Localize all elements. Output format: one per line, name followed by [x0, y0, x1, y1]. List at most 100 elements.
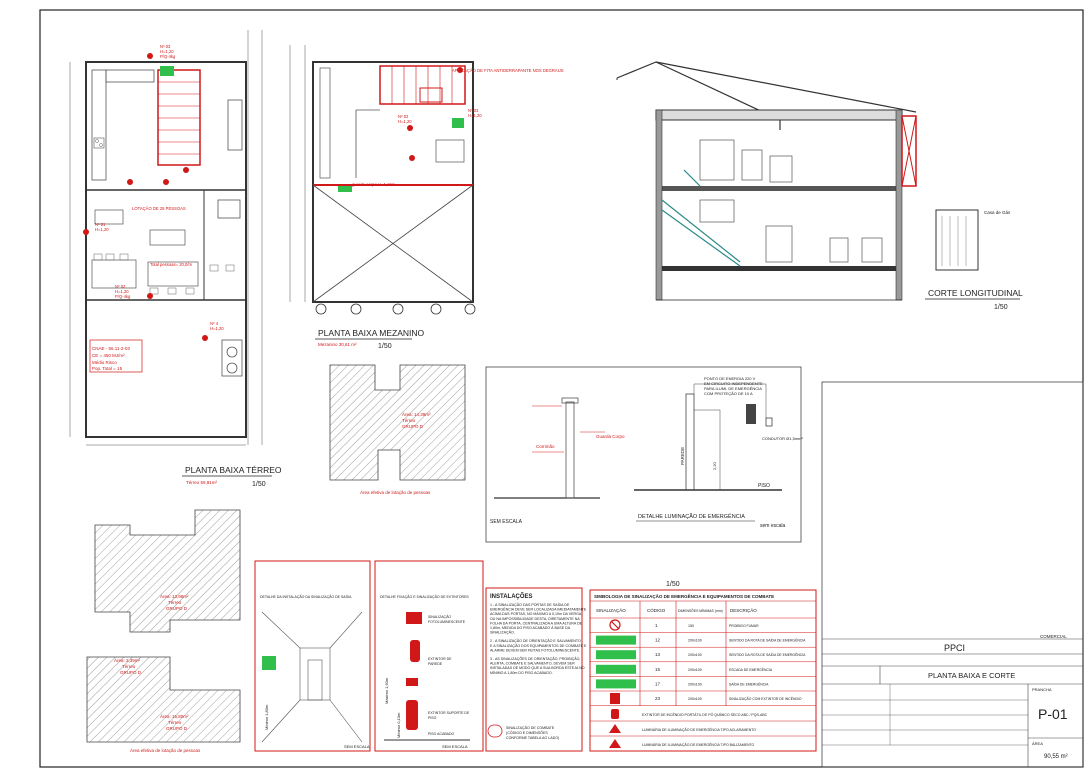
instalacoes-box: INSTALAÇÕES SINALIZAÇÃO DE COMBATE (CÓDI… — [485, 587, 583, 752]
detalhe-saida: DETALHE DA INSTALAÇÃO DA SINALIZAÇÃO DE … — [254, 560, 371, 752]
saida-scale: SEM ESCALA — [344, 744, 370, 749]
extinguisher-sign-icon — [610, 693, 620, 704]
simbologia-extra-desc: EXTINTOR DE INCÊNDIO PORTÁTIL DE PÓ QUÍM… — [642, 712, 768, 717]
svg-text:LOTAÇÃO DE 25 PESSOAS: LOTAÇÃO DE 25 PESSOAS — [132, 206, 186, 211]
detalhe-luminacao: PONTO DE ENERGIA 220 V EM CIRCUITO INDEP… — [634, 376, 803, 529]
simbologia-dim: 200x100 — [688, 668, 702, 672]
corte-longitudinal: Casa de Gás CORTE LONGITUDINAL 1/50 — [616, 61, 1023, 311]
terreo-area: Térreo 59,91m² — [186, 480, 218, 485]
svg-text:EXTINTOR DE: EXTINTOR DE — [428, 657, 452, 661]
carimbo-sheet-title: PLANTA BAIXA E CORTE — [928, 671, 1015, 680]
simbologia-code: 23 — [655, 696, 661, 701]
mezanino-outline — [312, 61, 474, 303]
simbologia-row: 15 200x100 ESCADA DE EMERGÊNCIA — [596, 664, 773, 674]
no-smoking-icon — [609, 619, 621, 631]
saida-title: DETALHE DA INSTALAÇÃO DA SINALIZAÇÃO DE … — [260, 594, 352, 599]
svg-text:Térreo: Térreo — [122, 664, 136, 669]
terreo-scale: 1/50 — [252, 481, 266, 488]
svg-text:Área: 14,39m²: Área: 14,39m² — [402, 411, 431, 417]
carimbo-prancha-label: PRANCHA — [1032, 687, 1052, 692]
svg-text:PARA ILUMI. DE EMERGÊNCIA: PARA ILUMI. DE EMERGÊNCIA — [704, 386, 762, 391]
corte-casa-gas: Casa de Gás — [984, 210, 1011, 215]
simbologia-desc: PROIBIDO FUMAR — [729, 624, 759, 628]
svg-text:Nº 4: Nº 4 — [210, 321, 219, 326]
svg-text:PISO: PISO — [428, 716, 437, 720]
svg-text:Térreo: Térreo — [168, 720, 182, 725]
simbologia-header-2: DIMENSÕES MÍNIMAS (mm) — [678, 608, 723, 613]
simbologia-extra-desc: LUMINÁRIA DE ILUMINAÇÃO DE EMERGÊNCIA TI… — [642, 727, 756, 732]
emergency-light-icon — [609, 739, 621, 748]
fixacao-title: DETALHE FIXAÇÃO E SINALIZAÇÃO DE EXTINTO… — [380, 594, 469, 599]
carimbo-sheet-no: P-01 — [1038, 706, 1068, 722]
svg-text:P/Q-4kg: P/Q-4kg — [115, 294, 131, 299]
planta-terreo: Nº 03H=1,20P/Q-4kg Nº 01H=1,20 Total pes… — [69, 30, 282, 488]
simbologia-desc: SINALIZAÇÃO COM EXTINTOR DE INCÊNDIO — [729, 696, 802, 701]
fixacao-dim1: Máximo 1,60m — [384, 677, 389, 704]
svg-text:H=1,20: H=1,20 — [398, 119, 412, 124]
terreo-title: PLANTA BAIXA TÉRREO — [185, 465, 282, 475]
carimbo: COMERCIAL PPCI PLANTA BAIXA E CORTE PRAN… — [821, 381, 1084, 768]
svg-text:EXTINTOR SUPORTE DE: EXTINTOR SUPORTE DE — [428, 711, 470, 715]
area-efetiva-1-caption: Área efetiva de lotação de pessoas — [360, 489, 431, 495]
svg-text:GRUPO D: GRUPO D — [402, 424, 424, 429]
simbologia-desc: SAÍDA DE EMERGÊNCIA — [729, 681, 769, 686]
corte-scale: 1/50 — [994, 304, 1008, 311]
simbologia-title: SIMBOLOGIA DE SINALIZAÇÃO DE EMERGÊNCIA … — [594, 592, 774, 599]
svg-text:GRUPO D: GRUPO D — [120, 670, 142, 675]
svg-text:H=1,20: H=1,20 — [95, 227, 109, 232]
mezanino-title: PLANTA BAIXA MEZANINO — [318, 328, 425, 338]
instalacoes-p1: 1 - A SINALIZAÇÃO DAS PORTAS DE SAÍDA DE… — [490, 602, 587, 635]
svg-text:Nº 02: Nº 02 — [115, 284, 126, 289]
simbologia-table: 1/50 SIMBOLOGIA DE SINALIZAÇÃO DE EMERGÊ… — [589, 581, 817, 752]
luminacao-scale: sem escala — [760, 523, 786, 529]
fixacao-scale: SEM ESCALA — [442, 744, 468, 749]
saida-dim: Mínimo 1,80m — [264, 704, 269, 730]
corte-title: CORTE LONGITUDINAL — [928, 288, 1023, 298]
carimbo-area-value: 90,55 m² — [1044, 754, 1068, 760]
carimbo-ppci: PPCI — [944, 643, 965, 653]
fixacao-dim2: Mínimo 0,10m — [396, 712, 401, 738]
simbologia-code: 12 — [655, 638, 661, 643]
luminacao-title: DETALHE LUMINAÇÃO DE EMERGÊNCIA — [638, 512, 745, 520]
svg-text:PISO ACABADO: PISO ACABADO — [428, 732, 455, 736]
exit-stairs-icon — [596, 664, 636, 674]
planta-mezanino: APLICAÇÃO DE FITA ANTIDERRAPANTE NOS DEG… — [289, 45, 564, 350]
luminacao-parede: PAREDE — [680, 447, 685, 465]
svg-text:H=1,20: H=1,20 — [115, 289, 129, 294]
svg-text:P/Q-4kg: P/Q-4kg — [160, 54, 176, 59]
svg-text:(CÓDIGO E DIMENSÕES: (CÓDIGO E DIMENSÕES — [506, 730, 548, 735]
simbologia-code: 1 — [655, 623, 658, 628]
svg-text:Área: 3,39m²: Área: 3,39m² — [114, 657, 141, 663]
simbologia-code: 15 — [655, 667, 661, 672]
simbologia-desc: SENTIDO DA ROTA DE SAÍDA DE EMERGÊNCIA — [729, 652, 806, 657]
simbologia-header-3: DESCRIÇÃO — [730, 607, 757, 613]
exit-arrow-icon — [596, 650, 636, 660]
simbologia-code: 13 — [655, 652, 661, 657]
luminacao-condutor: CONDUTOR Ø1,5mm² — [762, 436, 803, 441]
carimbo-comercial: COMERCIAL — [1040, 634, 1067, 639]
simbologia-extra-desc: LUMINÁRIA DE ILUMINAÇÃO DE EMERGÊNCIA TI… — [642, 742, 755, 747]
svg-text:H=1,20: H=1,20 — [210, 326, 224, 331]
exit-door-icon — [596, 679, 636, 689]
detalhe-escada: Corrimão Guarda Corpo SEM ESCALA — [485, 366, 802, 543]
area-efetiva-1: Área: 14,39m² Térreo GRUPO D Área efetiv… — [329, 364, 466, 495]
svg-text:Área: 13,98m²: Área: 13,98m² — [160, 593, 189, 599]
simbologia-extra-rows: EXTINTOR DE INCÊNDIO PORTÁTIL DE PÓ QUÍM… — [590, 709, 816, 752]
svg-text:H=1,20: H=1,20 — [468, 113, 482, 118]
simbologia-desc: ESCADA DE EMERGÊNCIA — [729, 667, 773, 672]
svg-text:Térreo: Térreo — [168, 600, 182, 605]
carimbo-area-label: ÁREA — [1032, 741, 1043, 746]
simbologia-dim: 200x100 — [688, 697, 702, 701]
simbologia-dim: 200x100 — [688, 639, 702, 643]
area-efetiva-2-caption: Área efetiva de lotação de pessoas — [130, 747, 201, 753]
svg-text:Médio Risco: Médio Risco — [92, 360, 117, 365]
svg-text:PAREDE: PAREDE — [428, 662, 443, 666]
mezanino-scale: 1/50 — [378, 343, 392, 350]
instalacoes-p2: 2 - A SINALIZAÇÃO DE ORIENTAÇÃO E SALVAM… — [490, 638, 587, 652]
svg-text:Nº 03: Nº 03 — [468, 108, 479, 113]
